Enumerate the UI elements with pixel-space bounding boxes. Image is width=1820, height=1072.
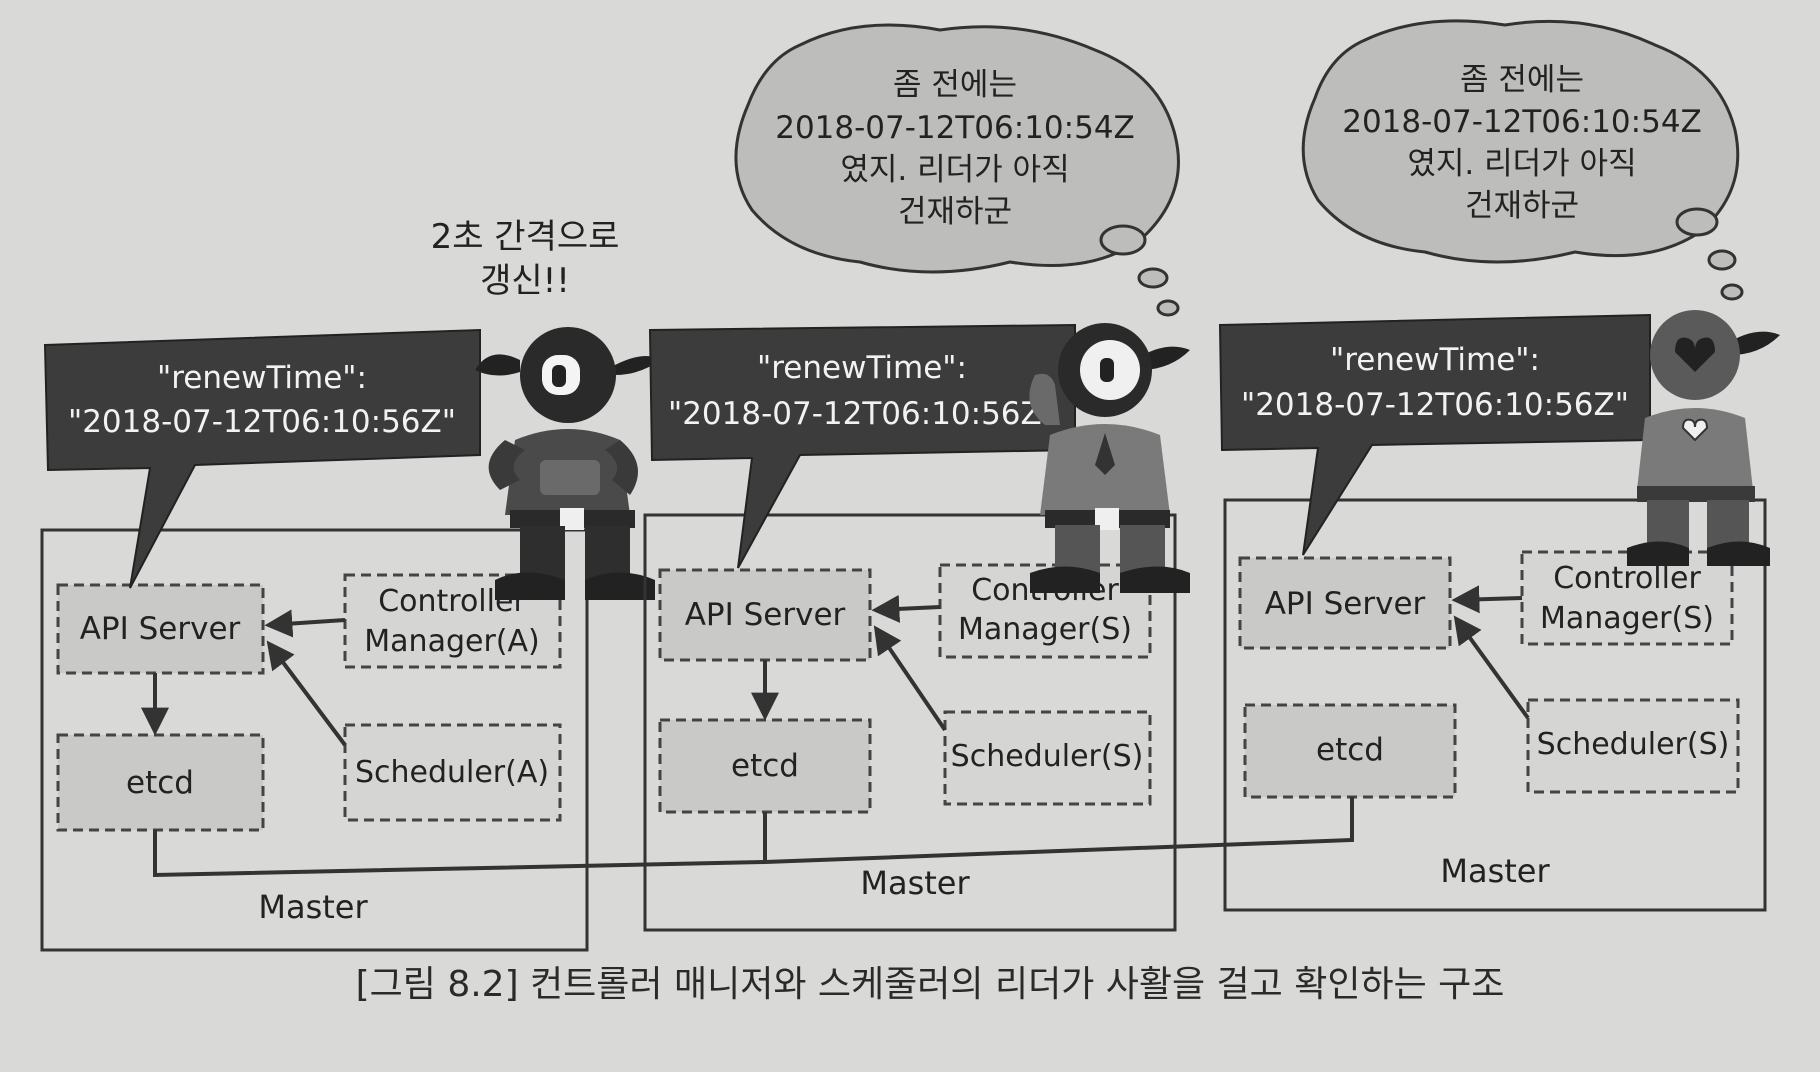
thought-line1: 좀 전에는 [893,67,1017,103]
master-node-3: Master API Server etcd Controller Manage… [1218,19,1780,912]
renew-time-bubble [43,328,481,589]
scheduler-box [943,710,1152,806]
api-server-label: API Server [1265,586,1426,622]
renew-note-line2: 갱신!! [480,261,570,301]
thought-line2: 2018-07-12T06:10:54Z [775,110,1135,146]
master-label: Master [1440,852,1550,890]
arrow-controller-to-api [264,609,346,638]
renew-time-key: "renewTime": [157,360,367,396]
etcd-label: etcd [1316,732,1384,768]
api-server-box [1238,556,1452,650]
etcd-box [658,718,872,814]
ninja-heart-icon [1627,310,1780,566]
arrow-controller-to-api [1451,585,1523,614]
controller-manager-line2: Manager(S) [1540,601,1714,636]
controller-manager-line2: Manager(S) [958,612,1132,647]
renew-time-bubble [1218,313,1651,556]
etcd-label: etcd [731,748,799,784]
ninja-standby-icon [1029,323,1190,593]
arrow-scheduler-to-api [266,640,347,747]
ninja-leader-icon [475,327,660,600]
renew-time-value: "2018-07-12T06:10:56Z" [68,404,456,440]
arrow-scheduler-to-api [873,625,947,732]
master-label: Master [258,888,368,926]
master-box [643,513,1177,932]
thought-cloud: 좀 전에는 2018-07-12T06:10:54Z 였지. 리더가 아직 건재… [1301,19,1744,301]
etcd-label: etcd [126,765,194,801]
thought-line3: 였지. 리더가 아직 [840,152,1069,188]
scheduler-box [1526,698,1740,794]
thought-line4: 건재하군 [898,194,1012,230]
thought-line1: 좀 전에는 [1460,62,1584,98]
api-server-box [658,568,872,662]
controller-manager-box [1520,550,1734,646]
arrow-scheduler-to-api [1453,615,1530,720]
master-label: Master [860,864,970,902]
master-node-2: Master API Server etcd Controller Manage… [643,23,1190,932]
api-server-box [56,583,265,675]
renew-time-value: "2018-07-12T06:10:56Z" [668,396,1056,432]
scheduler-label: Scheduler(S) [1537,727,1730,762]
renew-note-line1: 2초 간격으로 [431,217,620,257]
thought-cloud: 좀 전에는 2018-07-12T06:10:54Z 였지. 리더가 아직 건재… [734,23,1180,317]
renew-time-key: "renewTime": [757,350,967,386]
renew-time-value: "2018-07-12T06:10:56Z" [1241,387,1629,423]
scheduler-label: Scheduler(A) [355,755,549,790]
master-node-1: Master API Server etcd Controller Manage… [40,217,660,952]
scheduler-box [343,723,562,822]
thought-line2: 2018-07-12T06:10:54Z [1342,104,1702,140]
thought-line4: 건재하군 [1465,188,1579,224]
thought-line3: 였지. 리더가 아직 [1407,146,1636,182]
renew-time-key: "renewTime": [1330,342,1540,378]
master-box [40,528,589,952]
api-server-label: API Server [685,597,846,633]
api-server-label: API Server [80,611,241,647]
arrow-controller-to-api [871,594,941,623]
master-box [1223,498,1767,912]
scheduler-label: Scheduler(S) [951,739,1144,774]
controller-manager-line2: Manager(A) [364,624,539,659]
figure-caption: [그림 8.2] 컨트롤러 매니저와 스케줄러의 리더가 사활을 걸고 확인하는… [355,964,1505,1005]
controller-manager-line1: Controller [1553,561,1701,596]
figure-caption-wrapper: [그림 8.2] 컨트롤러 매니저와 스케줄러의 리더가 사활을 걸고 확인하는… [0,955,1820,1007]
